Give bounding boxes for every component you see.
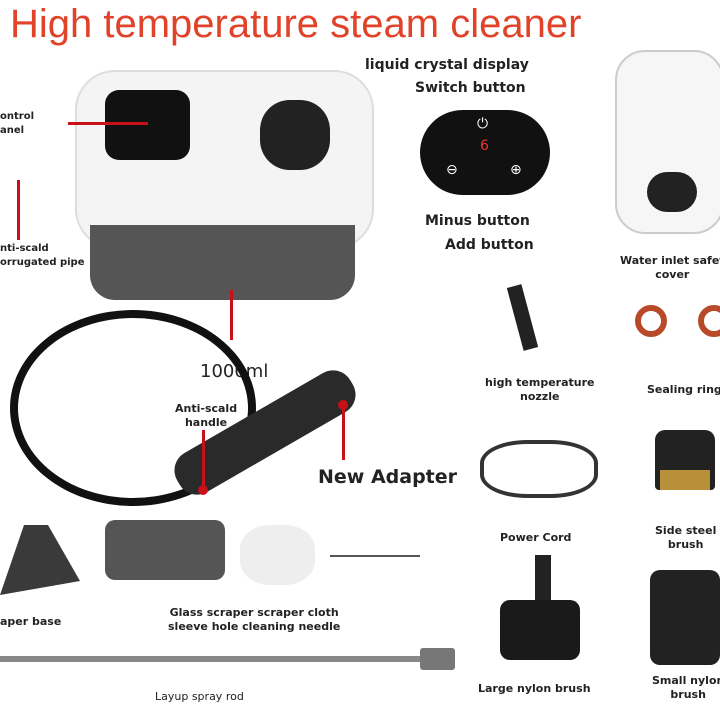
hose-image	[10, 310, 256, 506]
sealing-ring-image	[635, 305, 667, 337]
power-icon: ⏻	[477, 116, 489, 132]
nozzle-image	[506, 284, 539, 351]
side-brush-image	[655, 430, 715, 490]
label-minus: Minus button	[425, 213, 530, 229]
label-power: Power Cord	[500, 531, 572, 544]
label-scraper-base: aper base	[0, 615, 62, 628]
label-large-brush: Large nylon brush	[478, 682, 591, 695]
label-adapter: New Adapter	[318, 466, 458, 488]
label-lcd: liquid crystal display	[365, 57, 529, 73]
label-control-panel: ontrol anel	[0, 111, 34, 136]
power-cord-image	[480, 440, 598, 498]
label-small-brush: Small nylon brush	[652, 674, 720, 701]
label-sealing: Sealing ring	[647, 383, 720, 396]
page-title: High temperature steam cleaner	[10, 2, 582, 46]
scraper-cloth-image	[240, 525, 315, 585]
large-brush-image	[500, 555, 580, 665]
label-nozzle: high temperature nozzle	[485, 376, 595, 403]
sealing-ring-image-2	[698, 305, 720, 337]
small-brush-image	[650, 570, 720, 665]
label-glass: Glass scraper scraper cloth sleeve hole …	[168, 606, 341, 633]
spray-rod-image	[0, 656, 450, 662]
water-inlet-cover-image	[615, 50, 720, 234]
label-water-inlet: Water inlet safet cover	[620, 254, 720, 281]
label-add: Add button	[445, 237, 534, 253]
label-rod: Layup spray rod	[155, 690, 244, 703]
glass-scraper-image	[105, 520, 225, 580]
display-value: 6	[480, 138, 489, 154]
label-side-brush: Side steel brush	[655, 524, 717, 551]
label-anti-scald-pipe: nti-scald orrugated pipe	[0, 243, 85, 268]
label-handle: Anti-scald handle	[175, 402, 238, 429]
display-panel: 6 ⏻ ⊖ ⊕	[420, 110, 550, 195]
minus-icon: ⊖	[446, 162, 458, 178]
steam-cleaner-unit	[75, 70, 374, 300]
scraper-base-image	[0, 525, 80, 595]
plus-icon: ⊕	[510, 162, 522, 178]
cleaning-needle-image	[330, 555, 420, 557]
label-switch: Switch button	[415, 80, 526, 96]
